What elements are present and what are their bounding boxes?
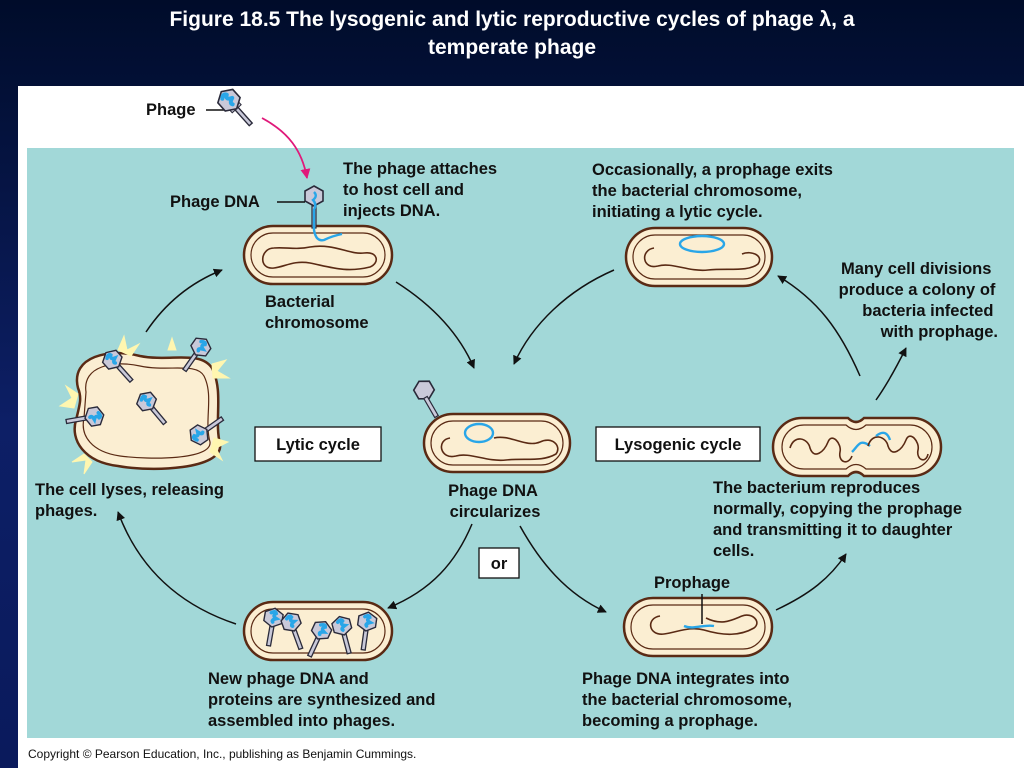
arrow-assembly-to-lysis [116,511,237,625]
label-divisions: Many cell divisions produce a colony of … [839,260,1000,341]
arrow-cell-to-center [395,281,475,369]
title-line-2: temperate phage [427,36,597,59]
title-line-1: Figure 18.5 The lysogenic and lytic repr… [169,8,855,31]
cell-prophage-exit [624,226,774,288]
label-attach: The phage attaches to host cell and inje… [343,160,502,220]
label-integrates: Phage DNA integrates into the bacterial … [582,670,797,730]
attached-phage-icon [304,185,343,242]
lytic-cycle-box: Lytic cycle [254,426,382,462]
label-or: or [491,555,508,573]
injection-arrow [261,117,311,179]
slide-title: Figure 18.5 The lysogenic and lytic repr… [40,6,984,62]
label-synthesized: New phage DNA and proteins are synthesiz… [208,670,440,730]
cell-lysed [58,332,231,475]
free-phage-icon [211,86,261,134]
label-occasionally: Occasionally, a prophage exits the bacte… [592,161,837,221]
label-bacterial-chromosome: Bacterial chromosome [265,293,369,332]
copyright-text: Copyright © Pearson Education, Inc., pub… [28,747,416,761]
lytic-lysogenic-diagram: Phage Phage DNA The phage attaches to ho… [27,86,1014,761]
lysogenic-cycle-box: Lysogenic cycle [595,426,761,462]
arrow-lysis-to-infection [145,268,223,333]
cell-circularized [422,412,572,474]
label-lysogenic-cycle: Lysogenic cycle [615,436,742,454]
figure-panel: Phage Phage DNA The phage attaches to ho… [18,86,1024,768]
empty-phage-coat-icon [412,380,440,419]
label-lytic-cycle: Lytic cycle [276,436,360,454]
arrow-center-to-assembly [387,523,473,610]
label-reproduces: The bacterium reproduces normally, copyi… [713,479,967,560]
arrow-center-to-integration [519,525,607,613]
label-circularizes: Phage DNA circularizes [448,482,542,521]
cell-assembling-phages [242,600,394,662]
label-phage-dna: Phage DNA [170,193,260,211]
arrow-colony-to-exit [777,275,861,377]
cell-with-prophage [622,596,774,658]
or-box: or [478,547,520,579]
cell-infected [242,224,394,286]
label-prophage: Prophage [654,574,730,592]
label-lyses: The cell lyses, releasing phages. [35,481,229,520]
cycle-arrows [116,268,907,625]
arrow-prophage-to-dividing [775,553,847,611]
arrow-prophage-exit-to-center [513,269,615,365]
cell-dividing [771,416,943,478]
arrow-dividing-up [875,347,907,401]
label-phage: Phage [146,101,196,119]
